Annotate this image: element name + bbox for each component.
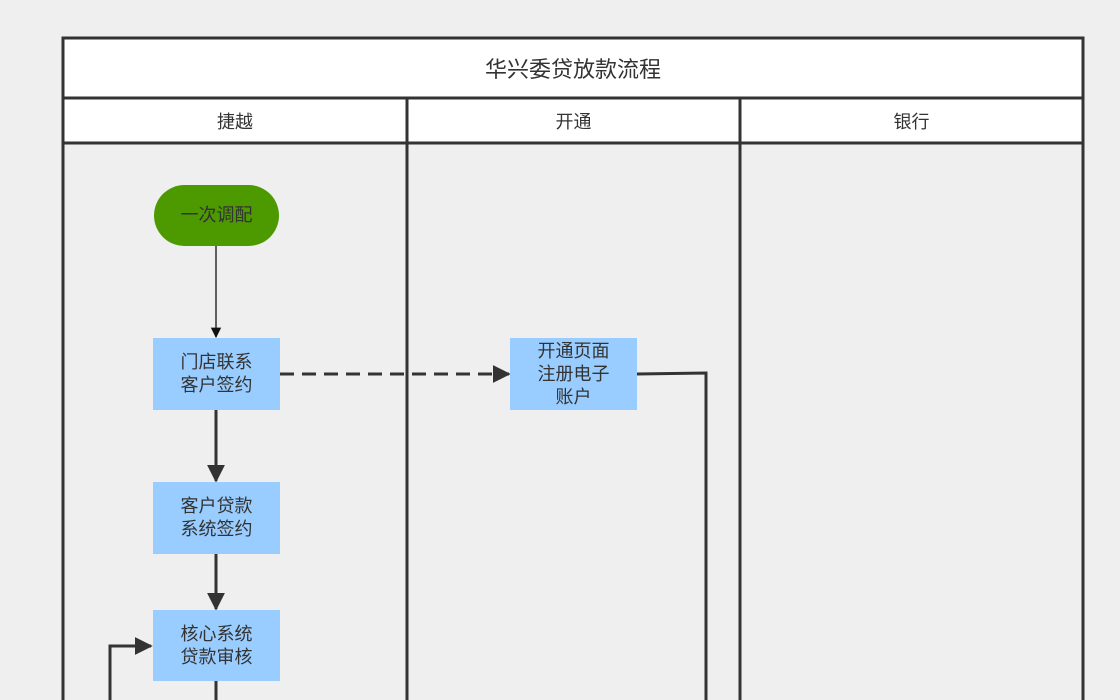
process-node-core-review[interactable]: 核心系统 贷款审核 — [153, 610, 280, 681]
lane-header-yinhang: 银行 — [893, 111, 930, 133]
start-node[interactable]: 一次调配 — [154, 185, 279, 246]
lane-body-yinhang — [740, 143, 1082, 700]
edge-loop-into-n5 — [108, 637, 153, 700]
lane-header-kaitong: 开通 — [555, 111, 592, 133]
lane-header-jieyue: 捷越 — [217, 111, 253, 133]
diagram-title: 华兴委贷放款流程 — [484, 58, 661, 83]
process-node-loan-sign[interactable]: 客户贷款 系统签约 — [153, 482, 280, 554]
edge-n3-down — [636, 371, 708, 700]
process-node-open-account[interactable]: 开通页面 注册电子 账户 — [510, 338, 637, 410]
lane-body-kaitong — [407, 143, 740, 700]
process-node-store-sign[interactable]: 门店联系 客户签约 — [153, 338, 280, 410]
